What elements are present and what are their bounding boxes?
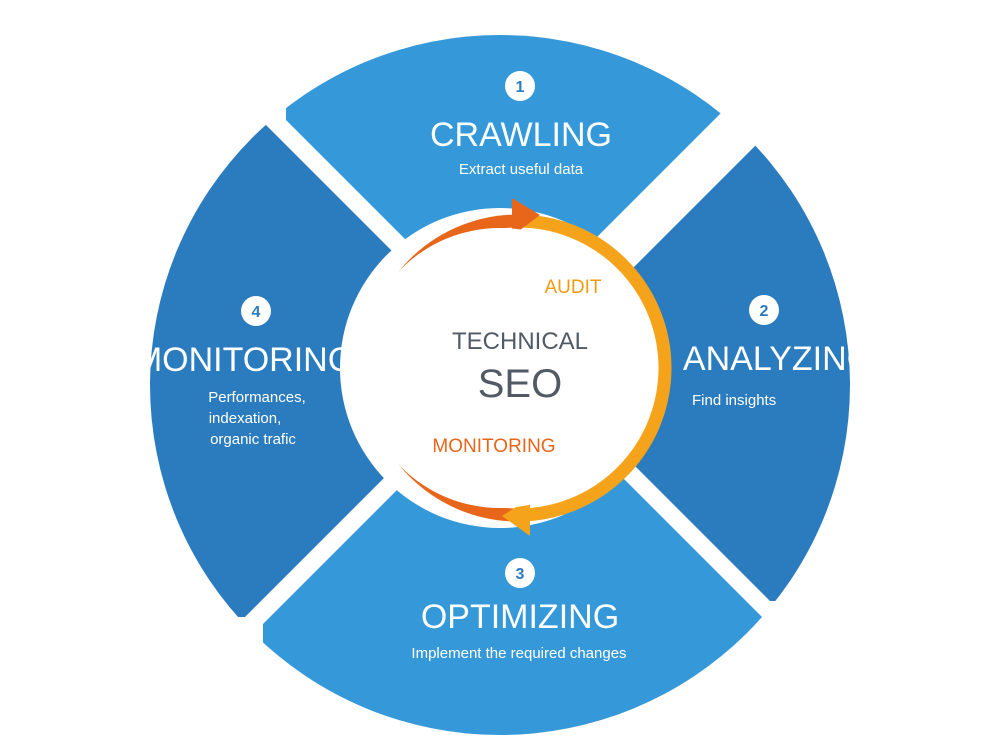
badge-number-1: 1: [516, 79, 525, 96]
ring-label-monitoring: MONITORING: [432, 436, 555, 457]
center-title-line1: TECHNICAL: [452, 328, 588, 355]
stage-desc-monitoring-line2: indexation,: [209, 410, 282, 427]
badge-number-4: 4: [252, 304, 261, 321]
center-hub: TECHNICAL SEO AUDIT MONITORING: [340, 198, 672, 536]
ring-label-audit: AUDIT: [545, 277, 602, 298]
stage-title-crawling: CRAWLING: [430, 116, 612, 154]
badge-number-3: 3: [516, 566, 525, 583]
segment-optimizing: [263, 471, 774, 735]
audit-arc: [517, 214, 672, 522]
badge-optimizing: [505, 558, 535, 588]
center-inner-disc: [360, 228, 640, 508]
badge-number-2: 2: [760, 303, 769, 320]
bottom-arrowhead: [502, 498, 530, 536]
top-arrowhead: [512, 198, 540, 236]
stage-crawling: 1 CRAWLING Extract useful data: [430, 71, 612, 178]
stage-analyzing: 2 ANALYZING Find insights: [683, 295, 873, 409]
stage-optimizing: 3 OPTIMIZING Implement the required chan…: [411, 558, 627, 662]
stage-desc-monitoring-line3: organic trafic: [210, 431, 296, 448]
segment-analyzing: [631, 124, 850, 601]
stage-desc-optimizing: Implement the required changes: [411, 645, 626, 662]
segment-monitoring: [150, 93, 403, 617]
badge-monitoring: [241, 296, 271, 326]
stage-desc-crawling: Extract useful data: [459, 161, 584, 178]
badge-crawling: [505, 71, 535, 101]
center-title-line2: SEO: [478, 362, 562, 406]
stage-title-analyzing: ANALYZING: [683, 340, 873, 378]
stage-title-monitoring: MONITORING: [134, 341, 354, 379]
stage-title-optimizing: OPTIMIZING: [421, 598, 619, 636]
badge-analyzing: [749, 295, 779, 325]
stage-monitoring: 4 MONITORING Performances, indexation, o…: [134, 296, 354, 448]
stage-desc-analyzing: Find insights: [692, 392, 776, 409]
stage-desc-monitoring-line1: Performances,: [208, 389, 306, 406]
